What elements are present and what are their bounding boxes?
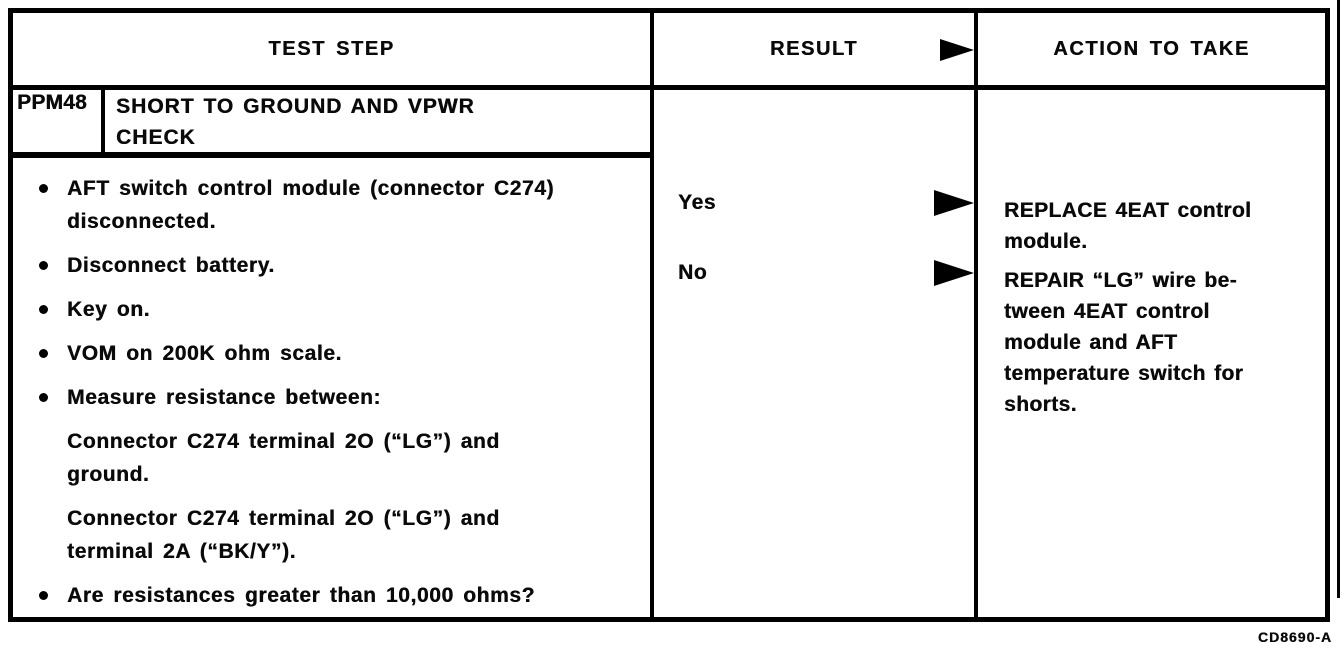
bullet-icon (39, 184, 48, 193)
test-step-text: Are resistances greater than 10,000 ohms… (67, 584, 535, 607)
test-step-text: Disconnect battery. (67, 254, 275, 277)
action-header-label: ACTION TO TAKE (1053, 37, 1250, 60)
column-header-result: RESULT (654, 13, 974, 90)
bullet-icon (39, 591, 48, 600)
test-step-header-label: TEST STEP (268, 37, 395, 60)
test-title-line: CHECK (116, 126, 196, 149)
bullet-icon (39, 305, 48, 314)
result-arrow-icon (934, 260, 974, 286)
test-step-text: Key on. (67, 298, 151, 321)
bullet-icon (39, 261, 48, 270)
result-label: Yes (678, 191, 717, 214)
pinpoint-test-table: TEST STEP PPM48 SHORT TO GROUND AND VPWR… (8, 8, 1330, 622)
bullet-icon (39, 393, 48, 402)
result-row: No (678, 258, 974, 291)
test-step-text: VOM on 200K ohm scale. (67, 342, 342, 365)
test-id: PPM48 (17, 91, 87, 114)
result-row: Yes (678, 188, 974, 221)
test-step-text: AFT switch control module (connector C27… (67, 177, 555, 233)
column-header-action: ACTION TO TAKE (978, 13, 1325, 90)
test-step-item: VOM on 200K ohm scale. (39, 337, 644, 370)
test-step-item: Measure resistance between: (39, 381, 644, 414)
test-step-text: Measure resistance between: (67, 386, 381, 409)
test-step-item: Key on. (39, 293, 644, 326)
test-step-item: Disconnect battery. (39, 249, 644, 282)
document-code: CD8690-A (1257, 629, 1332, 645)
test-id-row: PPM48 SHORT TO GROUND AND VPWR CHECK (13, 90, 650, 158)
test-title-line: SHORT TO GROUND AND VPWR (116, 95, 475, 118)
test-title: SHORT TO GROUND AND VPWR CHECK (105, 90, 475, 152)
result-header-label: RESULT (769, 37, 859, 60)
test-step-column: TEST STEP PPM48 SHORT TO GROUND AND VPWR… (13, 13, 654, 617)
test-step-item: Are resistances greater than 10,000 ohms… (39, 579, 644, 612)
test-steps-list: AFT switch control module (connector C27… (13, 158, 650, 612)
test-id-cell: PPM48 (13, 90, 105, 152)
result-header-arrow-icon (940, 39, 974, 61)
result-label: No (678, 261, 708, 284)
column-header-test-step: TEST STEP (13, 13, 650, 90)
test-step-item: AFT switch control module (connector C27… (39, 172, 644, 238)
bullet-icon (39, 349, 48, 358)
page-edge-line (1337, 0, 1340, 598)
result-arrow-icon (934, 190, 974, 216)
